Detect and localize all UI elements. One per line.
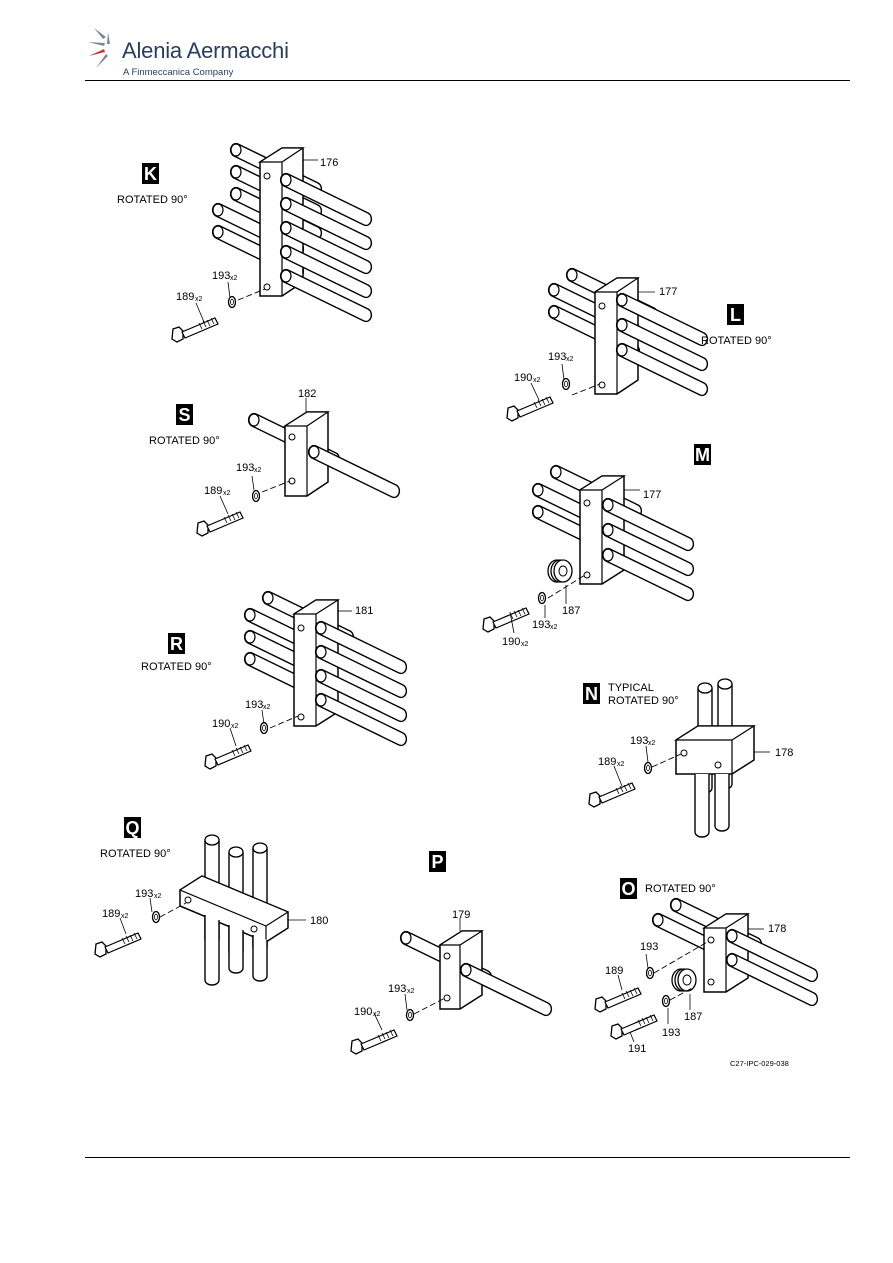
view-o-bolt-a: 189 xyxy=(605,965,623,977)
view-n-letter: N xyxy=(585,684,598,704)
view-m-washer-qty: x2 xyxy=(550,624,558,631)
view-q-letter: Q xyxy=(125,818,139,838)
view-r-bolt: 190 xyxy=(212,718,230,730)
view-q-bolt: 189 xyxy=(102,908,120,920)
view-q-washer-qty: x2 xyxy=(154,893,162,900)
view-l-washer: 193 xyxy=(548,351,566,363)
view-n-note-typical: TYPICAL xyxy=(608,682,654,694)
view-s-bolt: 189 xyxy=(204,485,222,497)
view-l-bolt-qty: x2 xyxy=(533,377,541,384)
view-m-bolt-qty: x2 xyxy=(521,641,529,648)
view-r-washer: 193 xyxy=(245,699,263,711)
view-p-bolt-qty: x2 xyxy=(373,1011,381,1018)
view-p-letter: P xyxy=(431,852,443,872)
view-s xyxy=(196,398,401,537)
view-r-block: 181 xyxy=(355,605,373,617)
header-rule xyxy=(85,80,850,81)
view-s-block: 182 xyxy=(298,388,316,400)
view-n-bolt-qty: x2 xyxy=(617,761,625,768)
view-o-washer-b: 193 xyxy=(662,1027,680,1039)
view-p-block: 179 xyxy=(452,909,470,921)
view-s-washer: 193 xyxy=(236,462,254,474)
footer-rule xyxy=(85,1157,850,1158)
view-o xyxy=(594,897,819,1043)
view-l-bolt: 190 xyxy=(514,372,532,384)
view-k-washer-qty: x2 xyxy=(230,275,238,282)
view-k xyxy=(171,142,373,343)
view-n-washer-qty: x2 xyxy=(648,740,656,747)
view-k-bolt: 189 xyxy=(176,291,194,303)
view-m-letter: M xyxy=(695,445,710,465)
view-s-note: ROTATED 90° xyxy=(149,435,220,447)
view-o-note: ROTATED 90° xyxy=(645,883,716,895)
view-q-washer: 193 xyxy=(135,888,153,900)
view-p-washer: 193 xyxy=(388,983,406,995)
view-o-block: 178 xyxy=(768,923,786,935)
view-m-washer: 193 xyxy=(532,619,550,631)
view-q-bolt-qty: x2 xyxy=(121,913,129,920)
view-o-letter: O xyxy=(621,879,635,899)
view-o-clip: 187 xyxy=(684,1011,702,1023)
view-p-washer-qty: x2 xyxy=(407,988,415,995)
view-n-block: 178 xyxy=(775,747,793,759)
view-k-washer: 193 xyxy=(212,270,230,282)
view-q xyxy=(94,834,306,986)
view-r xyxy=(204,590,408,770)
view-q-block: 180 xyxy=(310,915,328,927)
view-p-bolt: 190 xyxy=(354,1006,372,1018)
view-q-note: ROTATED 90° xyxy=(100,848,171,860)
view-l-letter: L xyxy=(730,305,741,325)
view-k-note: ROTATED 90° xyxy=(117,194,188,206)
view-m-clip: 187 xyxy=(562,605,580,617)
view-n-note-rotated: ROTATED 90° xyxy=(608,695,679,707)
view-l xyxy=(506,267,709,422)
view-m-bolt: 190 xyxy=(502,636,520,648)
view-r-letter: R xyxy=(170,634,183,654)
view-m xyxy=(482,464,695,634)
view-k-letter: K xyxy=(144,164,157,184)
view-m-block: 177 xyxy=(643,489,661,501)
view-l-note: ROTATED 90° xyxy=(701,335,772,347)
view-o-bolt-b: 191 xyxy=(628,1043,646,1055)
view-o-washer-a: 193 xyxy=(640,941,658,953)
view-r-note: ROTATED 90° xyxy=(141,661,212,673)
view-n xyxy=(588,678,770,838)
view-n-washer: 193 xyxy=(630,735,648,747)
view-n-bolt: 189 xyxy=(598,756,616,768)
view-k-block: 176 xyxy=(320,157,338,169)
company-name: Alenia Aermacchi xyxy=(122,38,289,63)
view-r-bolt-qty: x2 xyxy=(231,723,239,730)
view-p xyxy=(350,918,553,1055)
view-r-washer-qty: x2 xyxy=(263,704,271,711)
view-k-bolt-qty: x2 xyxy=(195,296,203,303)
view-s-washer-qty: x2 xyxy=(254,467,262,474)
view-l-washer-qty: x2 xyxy=(566,356,574,363)
alenia-logo-icon xyxy=(88,28,110,68)
company-tagline: A Finmeccanica Company xyxy=(123,67,234,78)
view-s-bolt-qty: x2 xyxy=(223,490,231,497)
view-s-letter: S xyxy=(178,405,190,425)
view-l-block: 177 xyxy=(659,286,677,298)
figure-reference: C27-IPC-029-038 xyxy=(730,1059,789,1068)
